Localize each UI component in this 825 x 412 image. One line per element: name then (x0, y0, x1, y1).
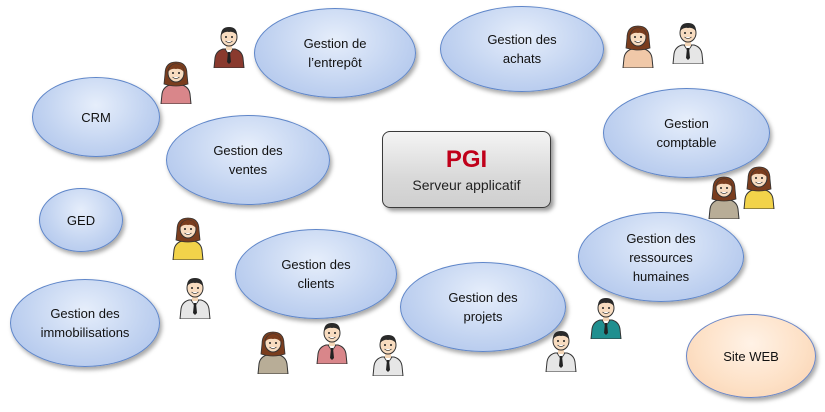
person-icon (370, 332, 406, 376)
person-icon (706, 175, 742, 219)
module-immobilisations: Gestion des immobilisations (10, 279, 160, 367)
module-ventes: Gestion des ventes (166, 115, 330, 205)
module-rh: Gestion des ressources humaines (578, 212, 744, 302)
person-icon (255, 330, 291, 374)
module-entrepot: Gestion de l’entrepôt (254, 8, 416, 98)
person-icon (741, 165, 777, 209)
person-icon (620, 24, 656, 68)
pgi-server-box: PGI Serveur applicatif (382, 131, 551, 208)
pgi-title: PGI (445, 145, 488, 173)
person-icon (670, 20, 706, 64)
person-icon (588, 295, 624, 339)
module-comptable: Gestion comptable (603, 88, 770, 178)
module-projets: Gestion des projets (400, 262, 566, 352)
person-icon (543, 328, 579, 372)
person-icon (170, 216, 206, 260)
module-crm: CRM (32, 77, 160, 157)
module-clients: Gestion des clients (235, 229, 397, 319)
module-site-web: Site WEB (686, 314, 816, 398)
person-icon (158, 60, 194, 104)
module-achats: Gestion des achats (440, 6, 604, 92)
pgi-subtitle: Serveur applicatif (412, 176, 521, 193)
person-icon (314, 320, 350, 364)
module-ged: GED (39, 188, 123, 252)
person-icon (177, 275, 213, 319)
person-icon (211, 24, 247, 68)
